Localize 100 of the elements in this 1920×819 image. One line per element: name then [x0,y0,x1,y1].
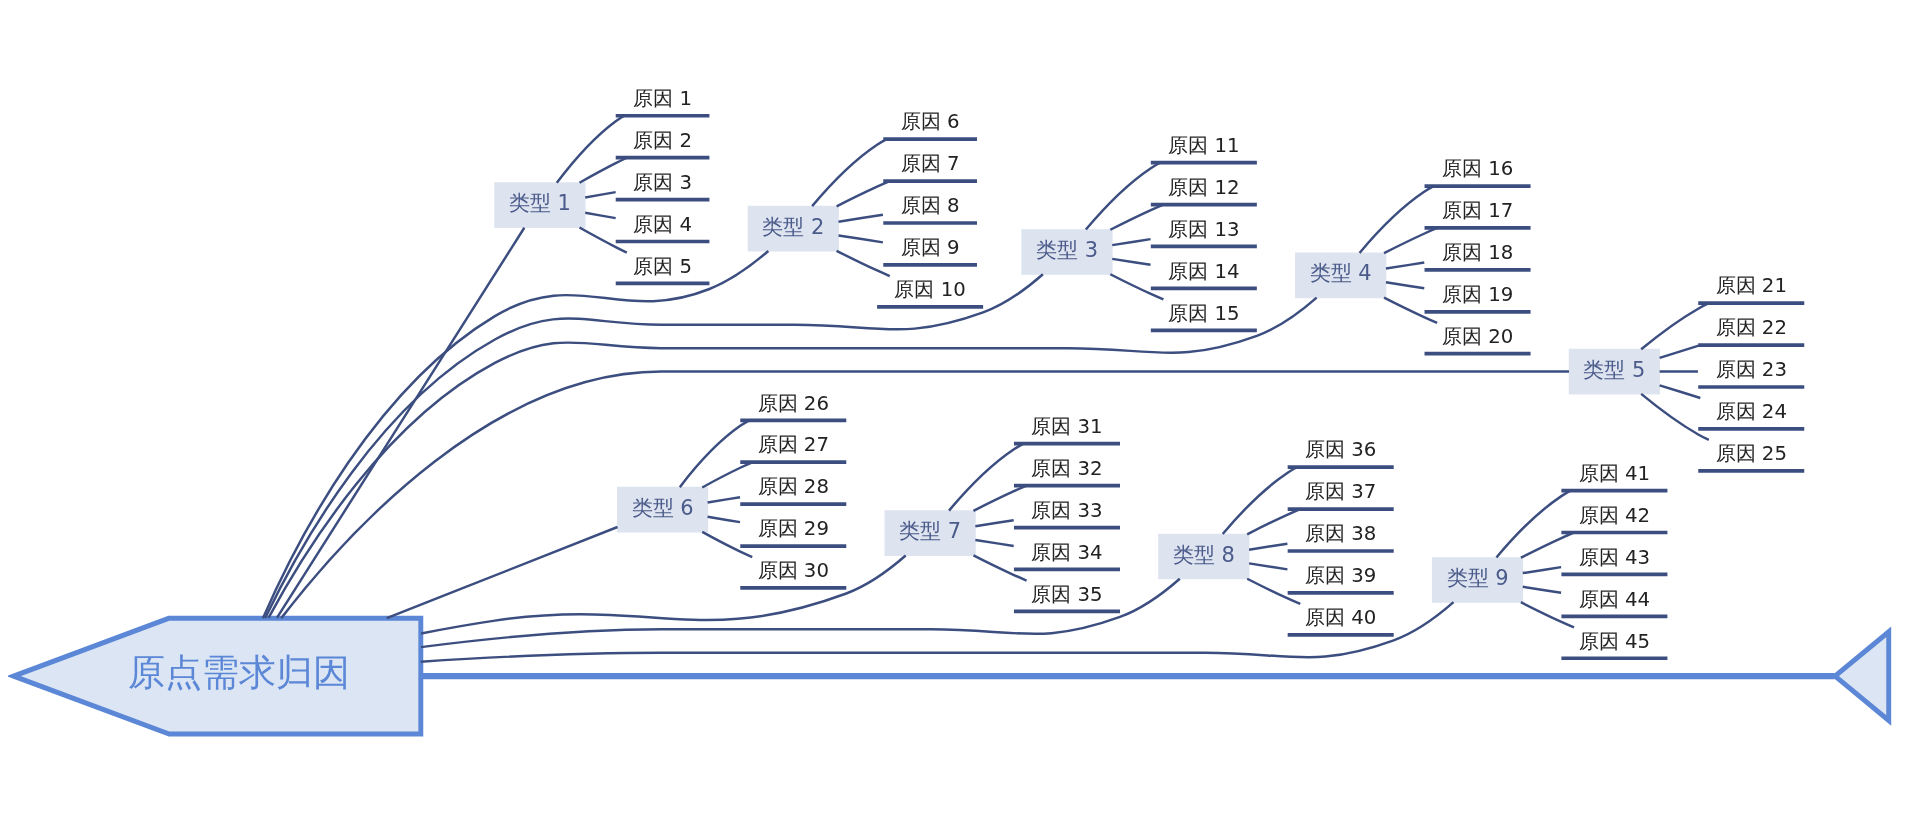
node-text: 原因 23 [1715,358,1787,382]
connector [1246,577,1301,606]
connector [1522,565,1562,575]
node-text: 原因 1 [633,87,692,111]
connector [811,138,887,207]
connector [1640,302,1710,351]
node-box: 类型 9 [1431,557,1524,603]
node-text: 原因 7 [900,152,960,176]
connector [585,211,616,220]
connector [386,525,618,620]
connector [975,538,1014,548]
connector [280,370,1569,619]
connector [1385,261,1425,270]
node-text: 原因 45 [1578,629,1651,653]
node-text: 原因 4 [633,212,692,236]
node-text: 原因 38 [1305,522,1377,546]
connector [267,296,1318,619]
node-text: 原因 43 [1578,545,1651,569]
connector [1495,489,1572,559]
node-text: 原因 33 [1031,498,1103,522]
node-text: 原因 27 [757,433,829,457]
node-text: 原因 30 [757,559,829,583]
node-box: 类型 7 [884,510,976,556]
connector [972,484,1028,512]
connector [1640,392,1710,442]
node-text: 原因 29 [757,517,829,541]
connector [1109,203,1164,231]
connector [1659,370,1698,373]
node-box: 类型 4 [1295,252,1387,299]
node-box: 类型 5 [1568,348,1660,395]
connector [1112,237,1151,247]
node-text: 原因 9 [900,236,960,260]
connector [275,227,526,619]
node-text: 原因 3 [633,170,692,194]
connector [948,442,1024,512]
connector [1109,273,1164,301]
connector [678,419,750,488]
node-text: 原因 40 [1305,606,1377,630]
node-text: 原因 13 [1168,217,1240,241]
node-text: 原因 12 [1168,175,1240,199]
connector [1383,226,1438,255]
connector [420,673,1835,680]
connector [1520,601,1575,629]
node-text: 原因 24 [1715,400,1787,424]
node-box: 类型 8 [1158,533,1250,580]
node-text: 原因 20 [1441,324,1514,348]
node-text: 原因 31 [1031,414,1103,438]
node-text: 原因 15 [1168,301,1240,325]
node-text: 原因 8 [900,194,960,218]
connector [1248,562,1288,571]
connector [701,461,753,489]
node-text: 原因 11 [1168,133,1240,157]
connector [1659,384,1701,400]
node-text: 原因 22 [1715,316,1787,340]
node-text: 原因 35 [1031,582,1103,606]
connector [1383,296,1438,324]
node-text: 原因 44 [1578,587,1651,611]
connector [578,226,628,254]
connector [975,519,1014,528]
connector [1358,185,1435,254]
node-text: 原因 10 [894,278,966,302]
node-text: 原因 5 [633,254,692,278]
node-box: 类型 1 [494,182,586,228]
node-text: 原因 37 [1305,480,1377,504]
node-text: 原因 28 [757,475,829,499]
node-text: 原因 17 [1441,199,1514,223]
node-text: 原因 42 [1578,503,1651,527]
node-text: 原因 25 [1715,442,1787,466]
connector [1248,542,1288,551]
connector [1246,507,1301,536]
node-box: 类型 2 [747,205,839,252]
connector [1112,257,1151,267]
connector [836,249,891,278]
node-text: 原因 26 [757,391,829,415]
node-box: 类型 6 [616,486,709,533]
connector [261,250,770,619]
connector [838,213,884,223]
connector [585,190,616,199]
connector [1522,585,1562,595]
connector [264,273,1044,619]
connector [707,515,741,524]
node-text: 原因 14 [1168,259,1240,283]
node-text: 原因 34 [1031,540,1103,564]
node-text: 原因 39 [1305,564,1377,588]
node-text: 原因 2 [633,128,692,152]
connector [420,601,1455,663]
connector [836,180,891,208]
connector [701,530,753,559]
connector [707,496,741,504]
node-text: 原因 16 [1441,157,1514,181]
connector [555,114,625,184]
connector [1084,161,1161,231]
node-text: 原因 32 [1031,456,1103,480]
connector [420,554,907,635]
connector [1659,344,1701,360]
connector [1520,531,1575,559]
node-text: 原因 19 [1441,283,1514,307]
node-text: 原因 6 [900,110,960,134]
connector [578,156,628,184]
node-text: 原因 36 [1305,438,1377,462]
